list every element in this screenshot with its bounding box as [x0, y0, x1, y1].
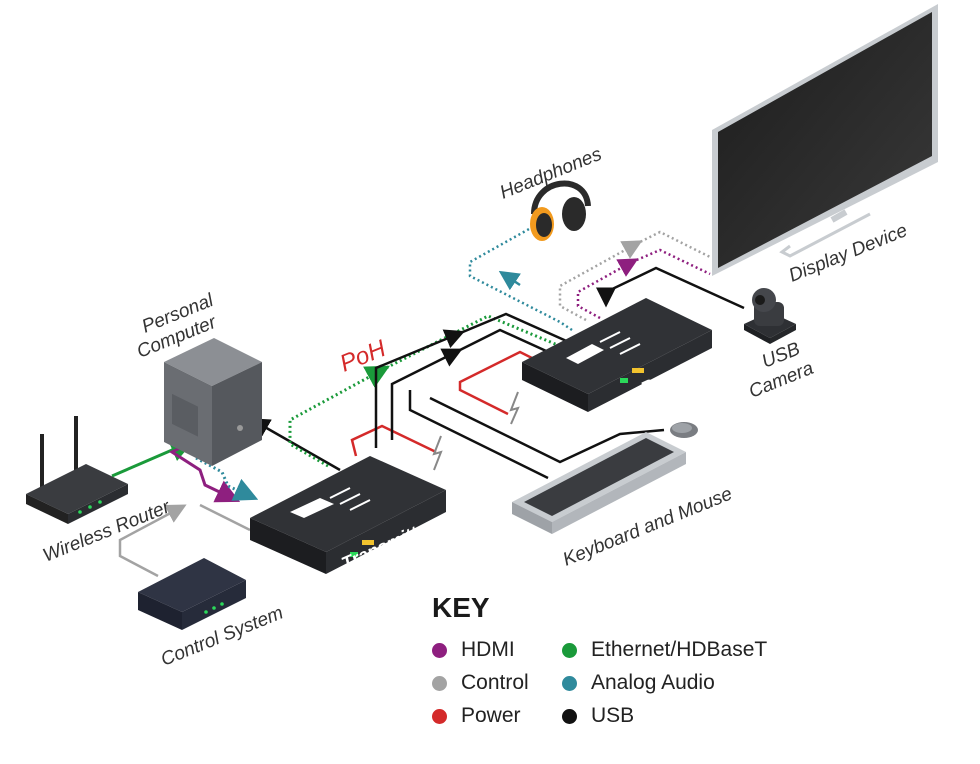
legend-item: Control [432, 671, 562, 695]
cable-usb-loop-1 [374, 329, 465, 448]
cable-power-transmitter [350, 424, 437, 457]
cable-control-system-transmitter-2 [199, 503, 251, 532]
legend-dot-icon [562, 708, 577, 724]
legend-item-label: HDMI [461, 638, 515, 661]
cable-usb-loop-2 [390, 348, 463, 440]
legend-item: Power [432, 704, 562, 728]
legend-item-label: Power [461, 704, 521, 727]
legend-dot-icon [432, 642, 447, 658]
display-device [712, 4, 938, 276]
legend-dot-icon [432, 708, 447, 724]
legend-item: USB [562, 704, 792, 728]
legend-dot-icon [562, 642, 577, 658]
cable-usb-transmitter-pc [249, 418, 341, 472]
cable-control-receiver-display-2 [635, 230, 713, 260]
power-bolt-transmitter [432, 435, 443, 471]
cables [111, 222, 745, 578]
cable-usb-mouse [429, 396, 665, 464]
legend-item-label: Control [461, 671, 529, 694]
wireless-router [26, 416, 128, 524]
legend-item: HDMI [432, 638, 562, 662]
keyboard-and-mouse [512, 422, 698, 534]
headphones-label: Headphones [497, 144, 605, 204]
legend-dot-icon [432, 675, 447, 691]
legend-item: Ethernet/HDBaseT [562, 638, 792, 662]
display-device-label: Display Device [786, 220, 910, 287]
legend-item-label: Analog Audio [591, 671, 715, 694]
cable-audio-arrow [498, 270, 521, 291]
receiver-device: Receiver [522, 298, 715, 412]
cable-usb-receiver-keyboard [408, 390, 549, 480]
poh-label: PoH [336, 335, 390, 378]
cable-hdbaset-link-2 [381, 314, 561, 372]
cable-power-receiver [458, 350, 537, 416]
legend-item-label: USB [591, 704, 635, 727]
headphones-icon [530, 180, 591, 241]
cable-usb-loop-2b [455, 328, 567, 362]
legend-item: Analog Audio [562, 671, 792, 695]
cable-usb-camera-receiver [596, 266, 745, 310]
cable-ethernet-router-pc [111, 438, 195, 478]
legend-title: KEY [432, 592, 490, 623]
cable-hdmi-receiver-display-2 [631, 248, 711, 276]
personal-computer [164, 338, 262, 466]
legend: KEY HDMI Ethernet/HDBaseT Control Analog Au… [432, 592, 852, 728]
cable-hdbaset-link [288, 365, 390, 468]
control-system [138, 558, 246, 630]
transmitter-device: Transmitter [250, 456, 446, 574]
legend-item-label: Ethernet/HDBaseT [591, 638, 768, 661]
usb-camera [744, 288, 796, 344]
legend-dot-icon [562, 675, 577, 691]
cable-control-system-transmitter [118, 504, 187, 578]
cable-audio-receiver-headphones [468, 222, 573, 332]
power-bolt-receiver [509, 391, 520, 425]
